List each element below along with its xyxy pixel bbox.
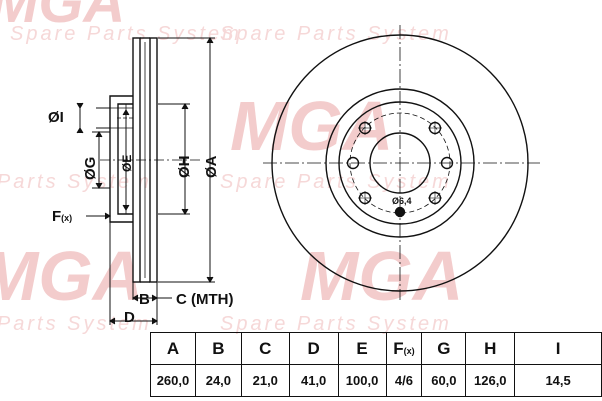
value-D: 41,0: [288, 364, 339, 397]
label-diam-H: ØH: [176, 156, 193, 179]
label-diam-G: ØG: [82, 157, 99, 180]
header-H: H: [465, 332, 516, 365]
dimension-E: [122, 109, 130, 211]
dimension-F: [86, 212, 111, 220]
specs-header-row: A B C D E F(x) G H I: [150, 332, 602, 365]
value-B: 24,0: [194, 364, 242, 397]
label-C: C (MTH): [176, 291, 233, 308]
value-C: 21,0: [240, 364, 290, 397]
header-F: F(x): [385, 332, 423, 365]
header-E: E: [337, 332, 387, 365]
dimension-I: [76, 102, 110, 134]
disc-front-view: [263, 25, 540, 300]
label-B: B: [139, 291, 150, 308]
label-hole: Ø6,4: [392, 196, 412, 206]
label-D: D: [124, 309, 135, 326]
header-C: C: [240, 332, 290, 365]
dimension-B-C-D: [109, 222, 172, 325]
value-G: 60,0: [421, 364, 467, 397]
header-G: G: [421, 332, 467, 365]
value-E: 100,0: [337, 364, 387, 397]
value-H: 126,0: [465, 364, 516, 397]
specs-table: A B C D E F(x) G H I 260,0 24,0 21,0 41,…: [150, 332, 602, 397]
header-A: A: [150, 332, 196, 365]
header-I: I: [514, 332, 602, 365]
label-diam-I: ØI: [48, 109, 64, 126]
dimension-A: [158, 37, 215, 283]
dimension-G: [92, 131, 110, 189]
label-F: F(x): [52, 208, 72, 225]
header-D: D: [288, 332, 339, 365]
specs-values-row: 260,0 24,0 21,0 41,0 100,0 4/6 60,0 126,…: [150, 364, 602, 397]
value-I: 14,5: [514, 364, 602, 397]
header-B: B: [194, 332, 242, 365]
label-diam-A: ØA: [203, 155, 220, 178]
value-F: 4/6: [385, 364, 423, 397]
dimension-H: [158, 103, 190, 215]
label-diam-E: ØE: [120, 155, 134, 172]
value-A: 260,0: [150, 364, 196, 397]
locator-hole: [394, 206, 406, 218]
bolt-holes: [346, 121, 454, 205]
